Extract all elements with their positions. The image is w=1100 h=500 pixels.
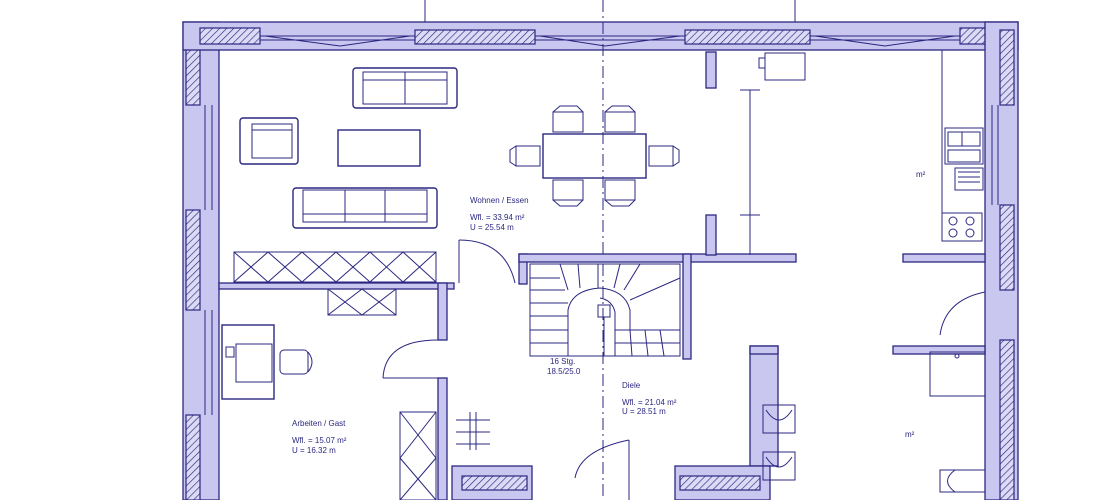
doors xyxy=(382,239,986,500)
dining-table xyxy=(509,105,680,207)
outer-walls xyxy=(182,21,1019,500)
sideboard xyxy=(233,251,437,283)
room-area-arbeiten: Wfl. = 15.07 m² xyxy=(292,436,347,445)
windows xyxy=(264,35,956,47)
armchair xyxy=(239,117,299,165)
coat-rack xyxy=(456,412,490,450)
staircase xyxy=(529,263,681,357)
room-perimeter-arbeiten: U = 16.32 m xyxy=(292,446,336,455)
room-perimeter-wohnen: U = 25.54 m xyxy=(470,223,514,232)
kitchen xyxy=(740,50,984,255)
shelf-office xyxy=(327,288,397,316)
kitchen-area-partial: m² xyxy=(916,170,926,179)
interior-walls xyxy=(218,51,986,500)
exterior-lines xyxy=(424,0,796,500)
room-area-diele: Wfl. = 21.04 m² xyxy=(622,398,677,407)
desk xyxy=(221,324,313,400)
room-name-diele: Diele xyxy=(622,381,641,390)
stairs-steps: 16 Stg. xyxy=(550,357,575,366)
room-name-wohnen: Wohnen / Essen xyxy=(470,196,529,205)
sofa-top xyxy=(352,67,458,109)
sofa-bottom xyxy=(292,187,438,229)
room-area-wohnen: Wfl. = 33.94 m² xyxy=(470,213,525,222)
room-perimeter-diele: U = 28.51 m xyxy=(622,407,666,416)
room-name-arbeiten: Arbeiten / Gast xyxy=(292,419,346,428)
stairs-ratio: 18.5/25.0 xyxy=(547,367,581,376)
bath xyxy=(762,351,986,493)
bath-area-partial: m² xyxy=(905,430,915,439)
coffee-table xyxy=(337,129,421,167)
